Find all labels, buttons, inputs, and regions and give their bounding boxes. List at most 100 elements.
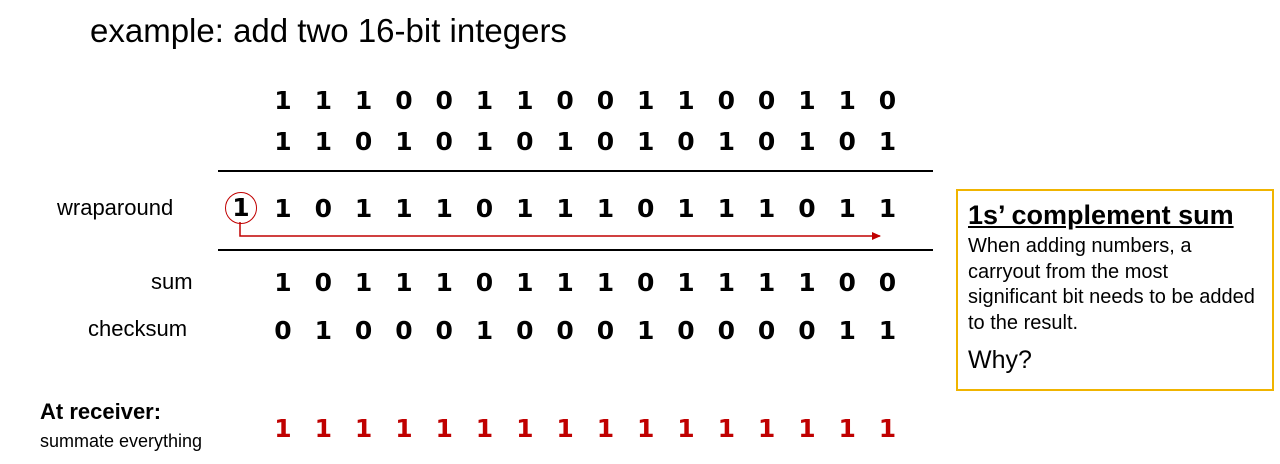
receiver-label: At receiver:	[40, 399, 162, 424]
bit-cell: 1	[395, 268, 413, 297]
bit-cell: 1	[395, 194, 413, 223]
bit-cell: 0	[596, 127, 615, 156]
carry-bit: 1	[232, 193, 250, 222]
bit-cell: 1	[274, 127, 292, 156]
bit-cell: 0	[757, 86, 776, 115]
bit-cell: 0	[516, 316, 534, 345]
bit-cell: 1	[717, 268, 735, 297]
bit-cell: 0	[274, 316, 292, 345]
wraparound-arrow	[239, 222, 881, 240]
bit-cell: 1	[516, 414, 534, 443]
bit-cell: 1	[556, 127, 574, 156]
bit-cell: 1	[354, 194, 373, 223]
bit-cell: 1	[314, 316, 332, 345]
bit-cell: 1	[314, 414, 332, 443]
divider-line-upper	[218, 170, 933, 172]
bit-cell: 1	[878, 414, 897, 443]
bit-cell: 1	[274, 414, 292, 443]
callout-body: When adding numbers, a carryout from the…	[968, 235, 1255, 334]
bit-cell: 1	[475, 316, 494, 345]
bit-cell: 0	[798, 316, 816, 345]
divider-line-lower	[218, 249, 933, 251]
bit-cell: 0	[878, 86, 897, 115]
bit-cell: 1	[395, 414, 413, 443]
bit-cell: 0	[878, 268, 897, 297]
bit-cell: 1	[636, 414, 655, 443]
bit-cell: 1	[757, 268, 776, 297]
bit-cell: 1	[596, 268, 615, 297]
bit-cell: 0	[435, 316, 453, 345]
bit-cell: 0	[596, 316, 615, 345]
bit-cell: 1	[798, 86, 816, 115]
bit-cell: 1	[798, 268, 816, 297]
bit-cell: 1	[838, 194, 856, 223]
bit-cell: 1	[636, 127, 655, 156]
bit-cell: 0	[636, 268, 655, 297]
bit-cell: 1	[717, 194, 735, 223]
bit-cell: 0	[838, 268, 856, 297]
bit-cell: 1	[435, 194, 453, 223]
callout-question: Why?	[968, 346, 1032, 374]
bit-cell: 0	[838, 127, 856, 156]
bit-cell: 1	[838, 414, 856, 443]
bit-cell: 1	[757, 414, 776, 443]
bit-cell: 0	[516, 127, 534, 156]
bit-cell: 0	[757, 127, 776, 156]
bit-cell: 1	[475, 86, 494, 115]
bit-cell: 0	[556, 86, 574, 115]
bit-cell: 1	[516, 194, 534, 223]
bit-cell: 1	[596, 194, 615, 223]
bit-cell: 0	[475, 194, 494, 223]
bit-cell: 0	[435, 127, 453, 156]
bit-cell: 1	[838, 316, 856, 345]
bit-cell: 1	[798, 127, 816, 156]
bit-cell: 0	[798, 194, 816, 223]
bit-cell: 1	[314, 127, 332, 156]
bit-cell: 0	[395, 86, 413, 115]
bit-cell: 0	[677, 316, 695, 345]
bit-cell: 0	[354, 127, 373, 156]
bit-cell: 0	[354, 316, 373, 345]
bit-cell: 0	[435, 86, 453, 115]
bit-cell: 0	[677, 127, 695, 156]
bit-cell: 0	[717, 316, 735, 345]
bit-cell: 0	[596, 86, 615, 115]
bit-cell: 1	[677, 86, 695, 115]
bit-cell: 0	[475, 268, 494, 297]
bit-cell: 1	[636, 316, 655, 345]
bit-cell: 0	[314, 268, 332, 297]
bit-cell: 1	[878, 316, 897, 345]
bit-cell: 1	[717, 414, 735, 443]
bit-cell: 1	[516, 268, 534, 297]
bit-cell: 1	[556, 194, 574, 223]
bit-cell: 1	[838, 86, 856, 115]
row-label-checksum: checksum	[88, 316, 188, 341]
bit-cell: 1	[395, 127, 413, 156]
bit-cell: 0	[757, 316, 776, 345]
callout-box: 1s’ complement sum When adding numbers, …	[956, 189, 1274, 391]
row-label-sum: sum	[151, 269, 193, 294]
bit-cell: 1	[435, 268, 453, 297]
bit-cell: 1	[757, 194, 776, 223]
bit-cell: 0	[314, 194, 332, 223]
bit-cell: 1	[878, 194, 897, 223]
bit-cell: 1	[475, 414, 494, 443]
bit-cell: 1	[717, 127, 735, 156]
bit-cell: 1	[556, 414, 574, 443]
callout-title: 1s’ complement sum	[968, 200, 1234, 230]
bit-cell: 1	[314, 86, 332, 115]
bit-cell: 1	[274, 86, 292, 115]
bit-cell: 1	[435, 414, 453, 443]
bit-cell: 1	[677, 194, 695, 223]
bit-cell: 0	[636, 194, 655, 223]
bit-cell: 1	[636, 86, 655, 115]
bit-cell: 1	[475, 127, 494, 156]
bit-cell: 1	[354, 86, 373, 115]
bit-cell: 1	[354, 414, 373, 443]
bit-cell: 0	[556, 316, 574, 345]
bit-cell: 1	[677, 268, 695, 297]
bit-cell: 0	[395, 316, 413, 345]
